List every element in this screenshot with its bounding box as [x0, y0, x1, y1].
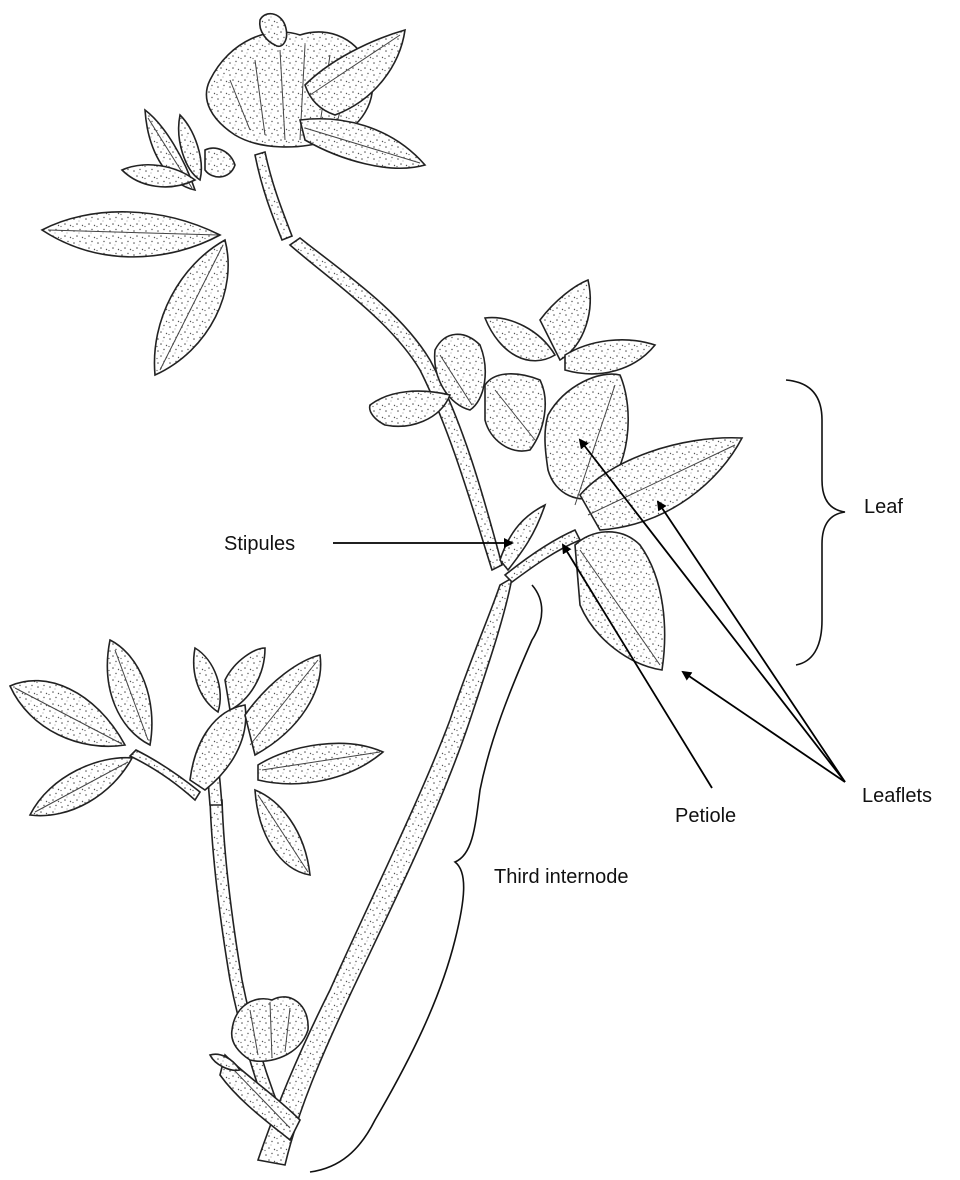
leaflets-pointer-middle	[658, 502, 845, 782]
leaflets-label: Leaflets	[862, 785, 932, 807]
lower-leaf-cluster	[10, 640, 383, 875]
third-internode-label: Third internode	[494, 866, 629, 888]
lower-flower-bud	[210, 997, 308, 1070]
stipules-label: Stipules	[224, 533, 295, 555]
leaf-brace	[786, 380, 845, 665]
petiole-label: Petiole	[675, 805, 736, 827]
leaflets-pointer-bottom	[683, 672, 845, 782]
leaf-label: Leaf	[864, 496, 903, 518]
